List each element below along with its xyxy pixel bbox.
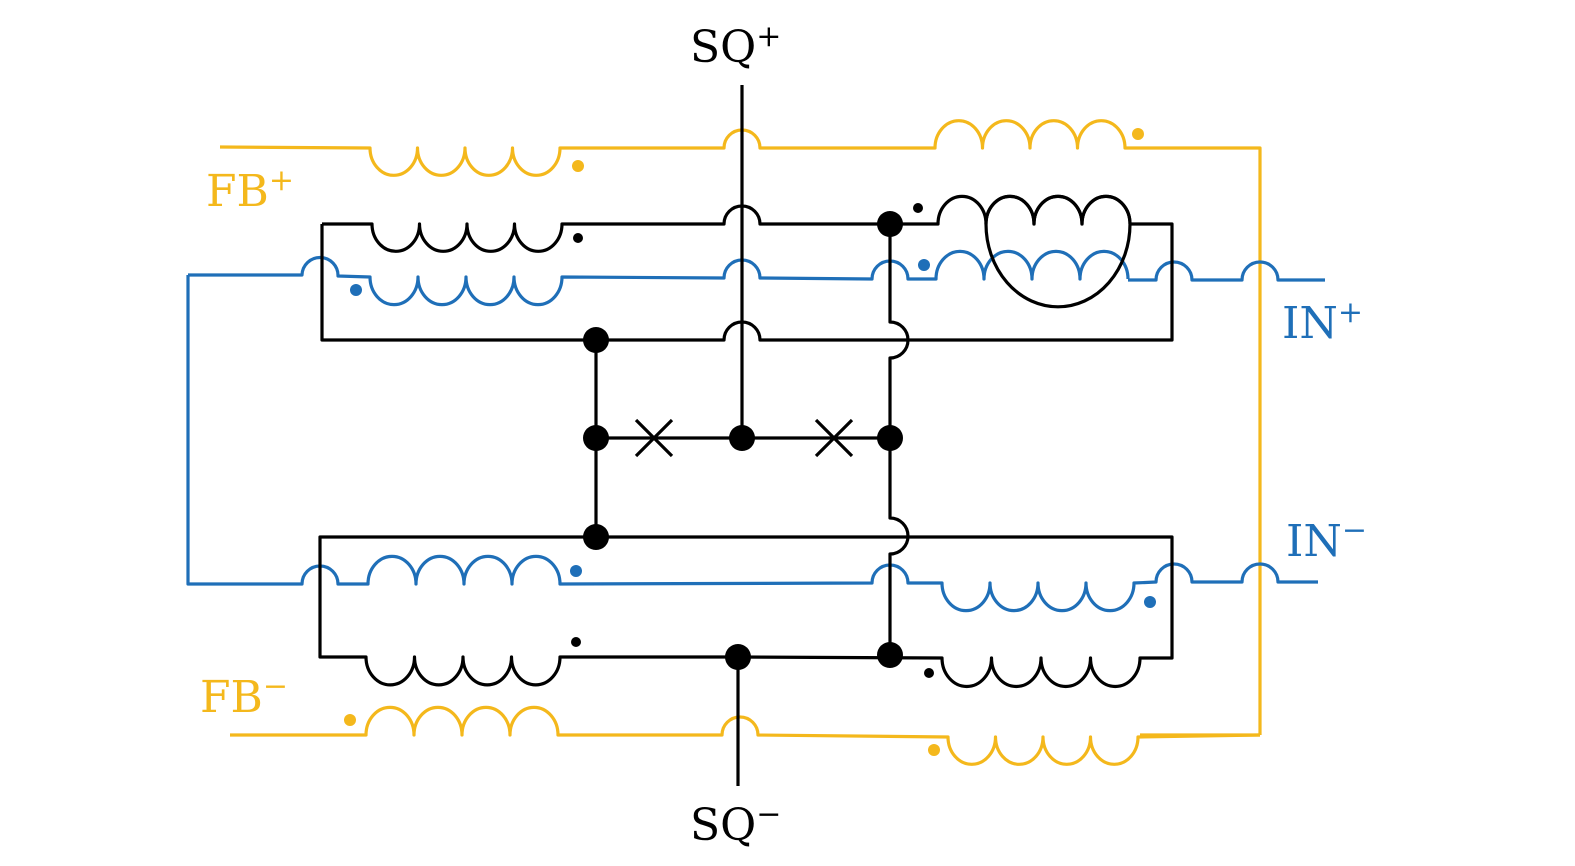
- polarity-dot: [350, 284, 362, 296]
- label-in-minus: IN−: [1286, 513, 1367, 567]
- label-sq-plus: SQ+: [690, 19, 781, 73]
- node-4: [729, 425, 755, 451]
- polarity-dot: [572, 160, 584, 172]
- feedback-wire-top: [219, 119, 1262, 735]
- node-3: [583, 524, 609, 550]
- node-1: [583, 327, 609, 353]
- input-wire-top: [188, 249, 1130, 307]
- node-7: [877, 642, 903, 668]
- label-sq-minus: SQ−: [690, 797, 781, 851]
- squid-loop-bottom: [318, 535, 1174, 688]
- feedback-wire-bottom: [230, 705, 1261, 766]
- josephson-junction-2: [814, 418, 854, 458]
- josephson-junction-1: [634, 418, 674, 458]
- node-2: [583, 425, 609, 451]
- polarity-dot: [928, 744, 940, 756]
- label-in-plus: IN+: [1282, 295, 1363, 349]
- node-5: [877, 425, 903, 451]
- polarity-dot: [913, 203, 923, 213]
- input-wire-bottom: [186, 275, 1318, 613]
- feedback-wires: [219, 119, 1262, 766]
- polarity-dot: [344, 714, 356, 726]
- marks: [344, 128, 1156, 756]
- squid-wires: [318, 85, 1174, 786]
- input-wires: [186, 249, 1325, 613]
- polarity-dot: [571, 637, 581, 647]
- squid-loop-top: [322, 194, 1132, 253]
- polarity-dot: [570, 565, 582, 577]
- label-fb-plus: FB+: [206, 163, 294, 217]
- label-fb-minus: FB−: [200, 669, 288, 723]
- polarity-dot: [924, 668, 934, 678]
- squid-loop-top-right: [320, 194, 1174, 342]
- polarity-dot: [918, 259, 930, 271]
- polarity-dot: [1144, 596, 1156, 608]
- input-wire-right-top: [1128, 260, 1325, 282]
- polarity-dot: [1132, 128, 1144, 140]
- polarity-dot: [573, 233, 583, 243]
- node-8: [725, 644, 751, 670]
- node-6: [877, 211, 903, 237]
